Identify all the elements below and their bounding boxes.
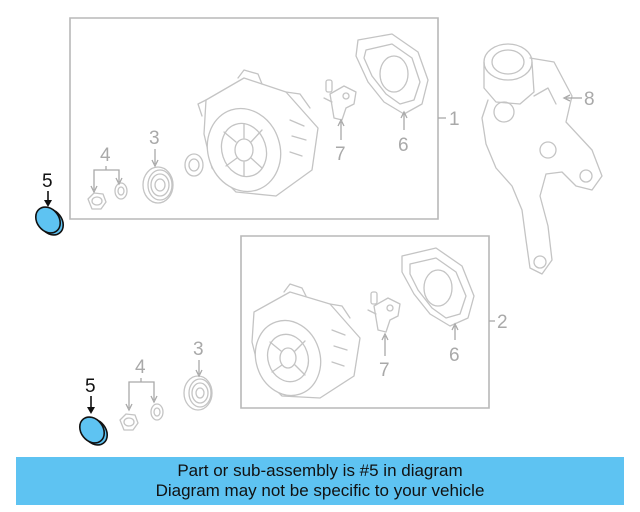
- mounting-bracket: 8: [481, 43, 603, 275]
- highlighted-part-5-upper[interactable]: 5: [31, 171, 69, 240]
- arrow-icon: [44, 200, 52, 207]
- alternator-assembly-upper: 1: [69, 17, 460, 220]
- rear-cover-lower: 6: [401, 247, 475, 366]
- callout-7-upper: 7: [335, 144, 346, 165]
- info-banner: Part or sub-assembly is #5 in diagram Di…: [16, 457, 624, 505]
- callout-1: 1: [449, 109, 460, 130]
- alternator-upper: [197, 69, 319, 197]
- callout-4-upper: 4: [100, 145, 111, 166]
- nut-washer-upper: 4: [87, 145, 128, 210]
- callout-5-lower: 5: [85, 376, 96, 397]
- callout-3-upper: 3: [149, 128, 160, 149]
- regulator-upper: 7: [323, 79, 357, 165]
- callout-3-lower: 3: [193, 339, 204, 360]
- callout-4-lower: 4: [135, 357, 146, 378]
- callout-5-upper: 5: [42, 171, 53, 192]
- pulley-upper: 3: [142, 128, 174, 204]
- callout-2: 2: [497, 312, 508, 333]
- banner-line-1: Part or sub-assembly is #5 in diagram: [177, 461, 463, 480]
- callout-8: 8: [584, 89, 595, 110]
- regulator-lower: 7: [367, 291, 401, 381]
- spacer-ring-upper: [184, 153, 204, 177]
- callout-6-lower: 6: [449, 345, 460, 366]
- callout-6-upper: 6: [398, 135, 409, 156]
- rear-cover-upper: 6: [355, 33, 429, 156]
- arrow-icon: [87, 407, 95, 414]
- alternator-assembly-lower: 2 7: [240, 235, 508, 409]
- pulley-lower: 3: [183, 339, 213, 411]
- banner-line-2: Diagram may not be specific to your vehi…: [155, 481, 485, 500]
- alternator-lower: [251, 283, 361, 399]
- nut-washer-lower: 4: [119, 357, 164, 431]
- highlighted-part-5-lower[interactable]: 5: [75, 376, 113, 450]
- callout-7-lower: 7: [379, 360, 390, 381]
